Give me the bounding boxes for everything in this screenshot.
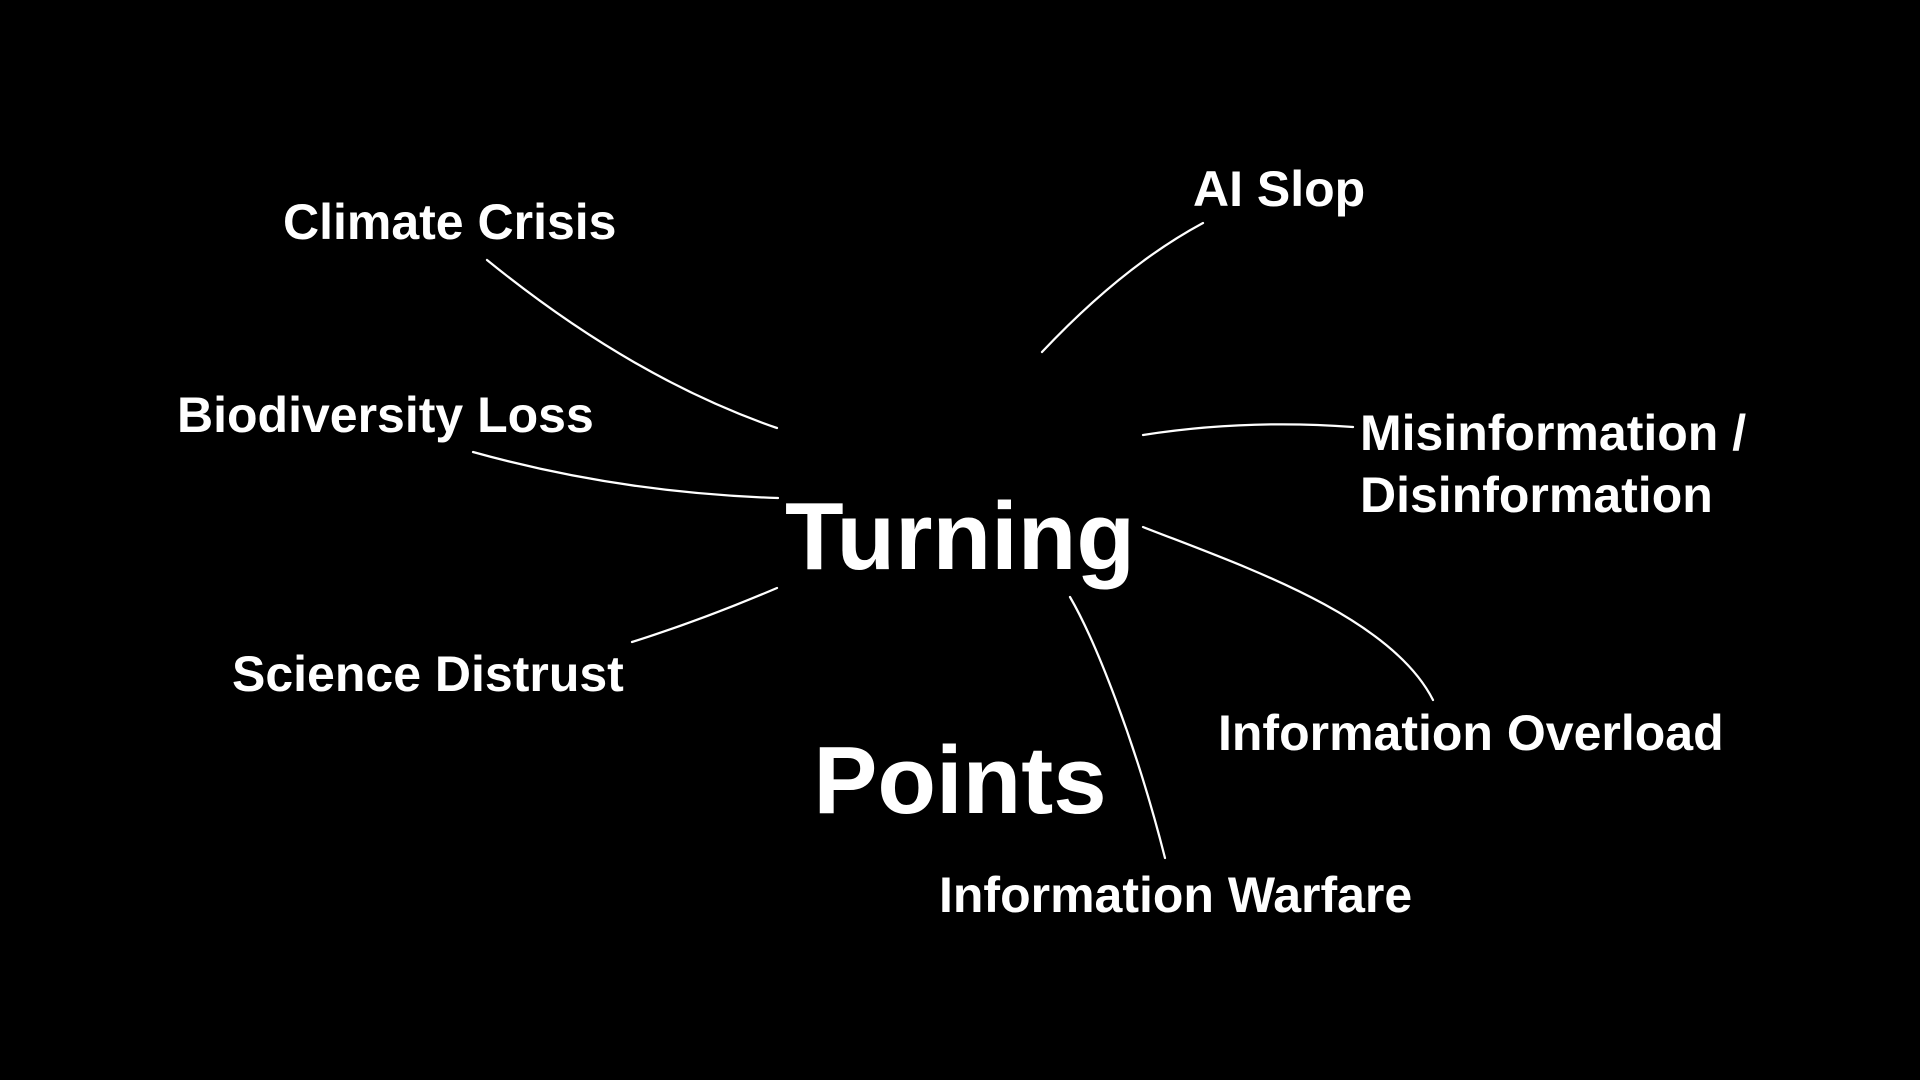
node-information-overload[interactable]: Information Overload bbox=[1218, 705, 1724, 761]
connector-ai-slop bbox=[1040, 221, 1205, 354]
connector-information-overload bbox=[1141, 525, 1435, 702]
node-ai-slop[interactable]: AI Slop bbox=[1193, 161, 1366, 217]
center-node-line1: Turning bbox=[784, 482, 1136, 590]
node-biodiversity-loss[interactable]: Biodiversity Loss bbox=[177, 387, 594, 443]
connector-climate-crisis bbox=[485, 258, 779, 430]
center-node-turning-points[interactable]: Turning Points bbox=[785, 354, 1135, 964]
connector-biodiversity-loss bbox=[471, 450, 780, 500]
node-climate-crisis[interactable]: Climate Crisis bbox=[283, 194, 617, 250]
node-misinformation-disinformation[interactable]: Misinformation / Disinformation bbox=[1360, 405, 1747, 523]
node-information-warfare[interactable]: Information Warfare bbox=[939, 867, 1413, 923]
connector-science-distrust bbox=[630, 586, 779, 644]
center-node-line2: Points bbox=[813, 726, 1107, 834]
connector-misinformation bbox=[1141, 423, 1355, 437]
connector-information-warfare bbox=[1068, 595, 1167, 860]
node-science-distrust[interactable]: Science Distrust bbox=[232, 646, 624, 702]
